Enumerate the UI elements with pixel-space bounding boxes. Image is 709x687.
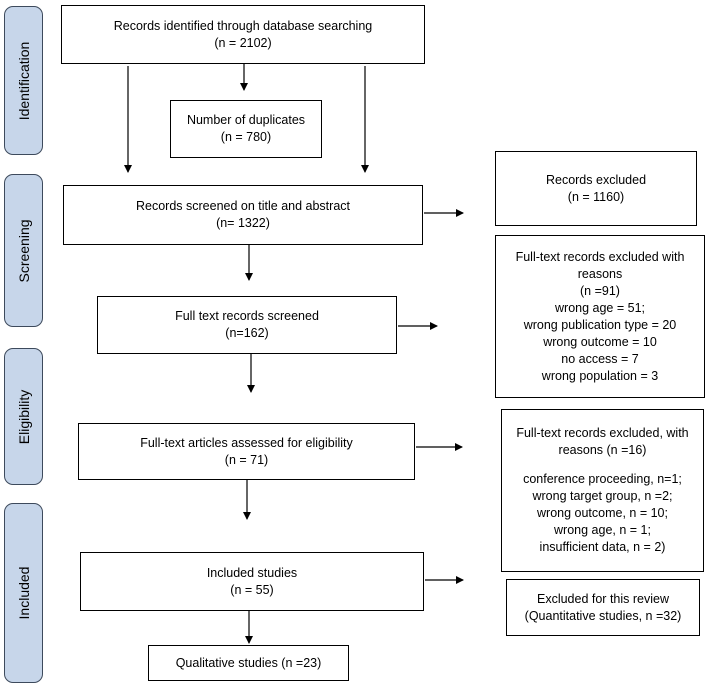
records-excluded-count: (n = 1160) [567, 189, 625, 204]
eligibility-excluded-reason: wrong age, n = 1; [554, 523, 651, 537]
fulltext-screened-title: Full text records screened [175, 309, 319, 323]
review-excluded-count: (Quantitative studies, n =32) [524, 608, 682, 623]
eligibility-excluded-title-2: reasons (n =16) [558, 443, 647, 457]
fulltext-excluded-reason: wrong population = 3 [541, 368, 659, 383]
box-records-screened: Records screened on title and abstract (… [63, 185, 423, 245]
box-records-excluded: Records excluded (n = 1160) [495, 151, 697, 226]
box-included-studies: Included studies (n = 55) [80, 552, 424, 611]
stage-included: Included [4, 503, 43, 683]
fulltext-excluded-reason: wrong outcome = 10 [543, 334, 657, 349]
box-duplicates: Number of duplicates (n = 780) [170, 100, 322, 158]
fulltext-screened-count: (n=162) [225, 326, 269, 340]
duplicates-count: (n = 780) [220, 130, 272, 144]
fulltext-excluded-title-1: Full-text records excluded with [515, 249, 685, 264]
box-fulltext-excluded: Full-text records excluded with reasons … [495, 235, 705, 398]
stage-eligibility: Eligibility [4, 348, 43, 485]
qualitative-title: Qualitative studies (n =23) [175, 655, 322, 670]
fulltext-excluded-reason: no access = 7 [561, 351, 639, 366]
box-qualitative-studies: Qualitative studies (n =23) [148, 645, 349, 681]
review-excluded-title: Excluded for this review [536, 591, 669, 606]
eligibility-excluded-reason: conference proceeding, n=1; [523, 472, 682, 486]
records-excluded-title: Records excluded [545, 172, 647, 187]
eligibility-count: (n = 71) [224, 452, 269, 467]
box-fulltext-screened: Full text records screened (n=162) [97, 296, 397, 354]
box-eligibility: Full-text articles assessed for eligibil… [78, 423, 415, 480]
stage-identification: Identification [4, 6, 43, 155]
box-records-identified: Records identified through database sear… [61, 5, 425, 64]
eligibility-title: Full-text articles assessed for eligibil… [140, 435, 353, 450]
records-identified-title: Records identified through database sear… [113, 18, 373, 33]
eligibility-excluded-reason: insufficient data, n = 2) [539, 540, 666, 554]
fulltext-excluded-reason: wrong age = 51; [555, 300, 645, 315]
stage-screening: Screening [4, 174, 43, 327]
box-eligibility-excluded: Full-text records excluded, with reasons… [501, 409, 704, 572]
records-screened-count: (n= 1322) [216, 216, 270, 230]
eligibility-excluded-reason: wrong target group, n =2; [532, 489, 673, 503]
eligibility-excluded-reason: wrong outcome, n = 10; [537, 506, 668, 520]
box-review-excluded: Excluded for this review (Quantitative s… [506, 579, 700, 636]
records-screened-title: Records screened on title and abstract [135, 199, 350, 213]
records-identified-count: (n = 2102) [214, 35, 272, 50]
included-title: Included studies [206, 565, 298, 580]
duplicates-title: Number of duplicates [186, 113, 306, 127]
fulltext-excluded-reason: wrong publication type = 20 [523, 317, 677, 332]
eligibility-excluded-title-1: Full-text records excluded, with [516, 426, 689, 440]
included-count: (n = 55) [230, 582, 274, 597]
fulltext-excluded-count: (n =91) [580, 283, 620, 298]
fulltext-excluded-title-2: reasons [577, 266, 623, 281]
